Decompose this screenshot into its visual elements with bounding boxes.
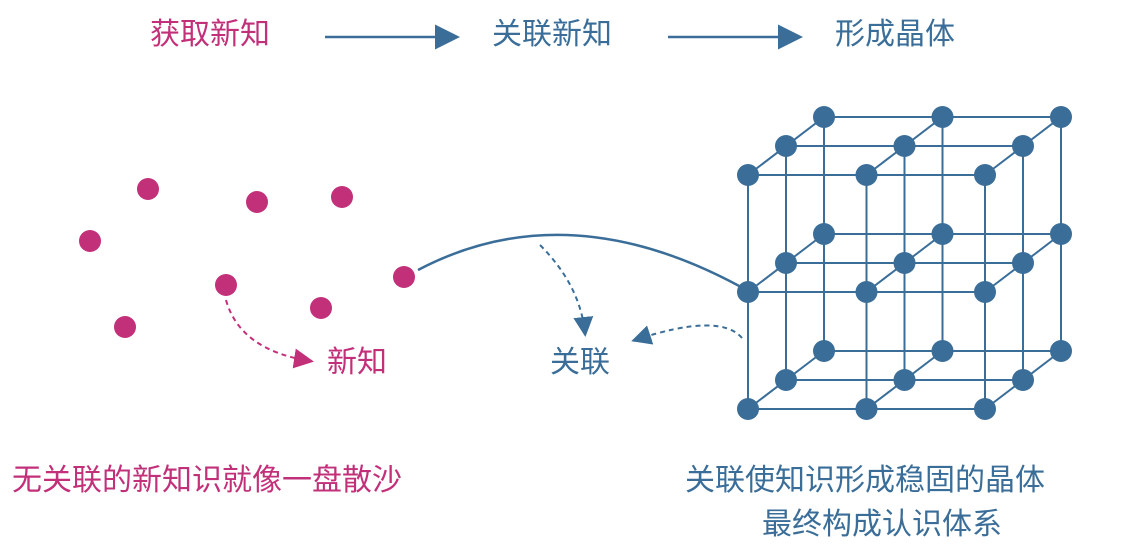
lattice-node [1050,340,1072,362]
lattice-node [1012,252,1034,274]
association-arrow-1 [539,244,594,337]
scattered-caption: 无关联的新知识就像一盘散沙 [12,463,402,498]
knowledge-dot [310,297,332,319]
association-arrow-2 [631,324,743,345]
crystal-caption-line1: 关联使知识形成稳固的晶体 [685,463,1045,498]
new-knowledge-arrow [225,299,314,369]
lattice-node [813,106,835,128]
lattice-node [974,398,996,420]
knowledge-dot [331,186,353,208]
knowledge-dot [393,266,415,288]
lattice-node [931,223,954,245]
scattered-knowledge-dots [79,178,415,338]
lattice-node [893,369,916,391]
lattice-node [813,223,835,245]
connection-curve [417,233,751,294]
lattice-node [974,164,996,186]
knowledge-dot [114,316,136,338]
lattice-node [775,252,797,274]
knowledge-dot [215,274,237,296]
lattice-node [737,164,759,186]
knowledge-dot [246,191,268,213]
lattice-node [893,135,916,157]
lattice-node [855,164,878,186]
lattice-node [855,398,878,420]
lattice-node [893,252,916,274]
new-knowledge-label: 新知 [327,345,387,380]
lattice-node [974,281,996,303]
lattice-node [1050,223,1072,245]
lattice-node [855,281,878,303]
lattice-node [931,106,954,128]
lattice-node [931,340,954,362]
step-acquire-label: 获取新知 [150,17,270,52]
lattice-node [813,340,835,362]
lattice-node [775,369,797,391]
lattice-node [1050,106,1072,128]
crystal-caption-line2: 最终构成认识体系 [762,507,1002,542]
lattice-node [1012,369,1034,391]
lattice-node [775,135,797,157]
knowledge-dot [79,230,101,252]
lattice-node [737,398,759,420]
lattice-node [737,281,759,303]
step-crystal-label: 形成晶体 [835,17,955,52]
crystal-lattice [737,106,1072,420]
association-label: 关联 [550,345,610,380]
lattice-node [1012,135,1034,157]
step-associate-label: 关联新知 [492,17,612,52]
knowledge-dot [137,178,159,200]
